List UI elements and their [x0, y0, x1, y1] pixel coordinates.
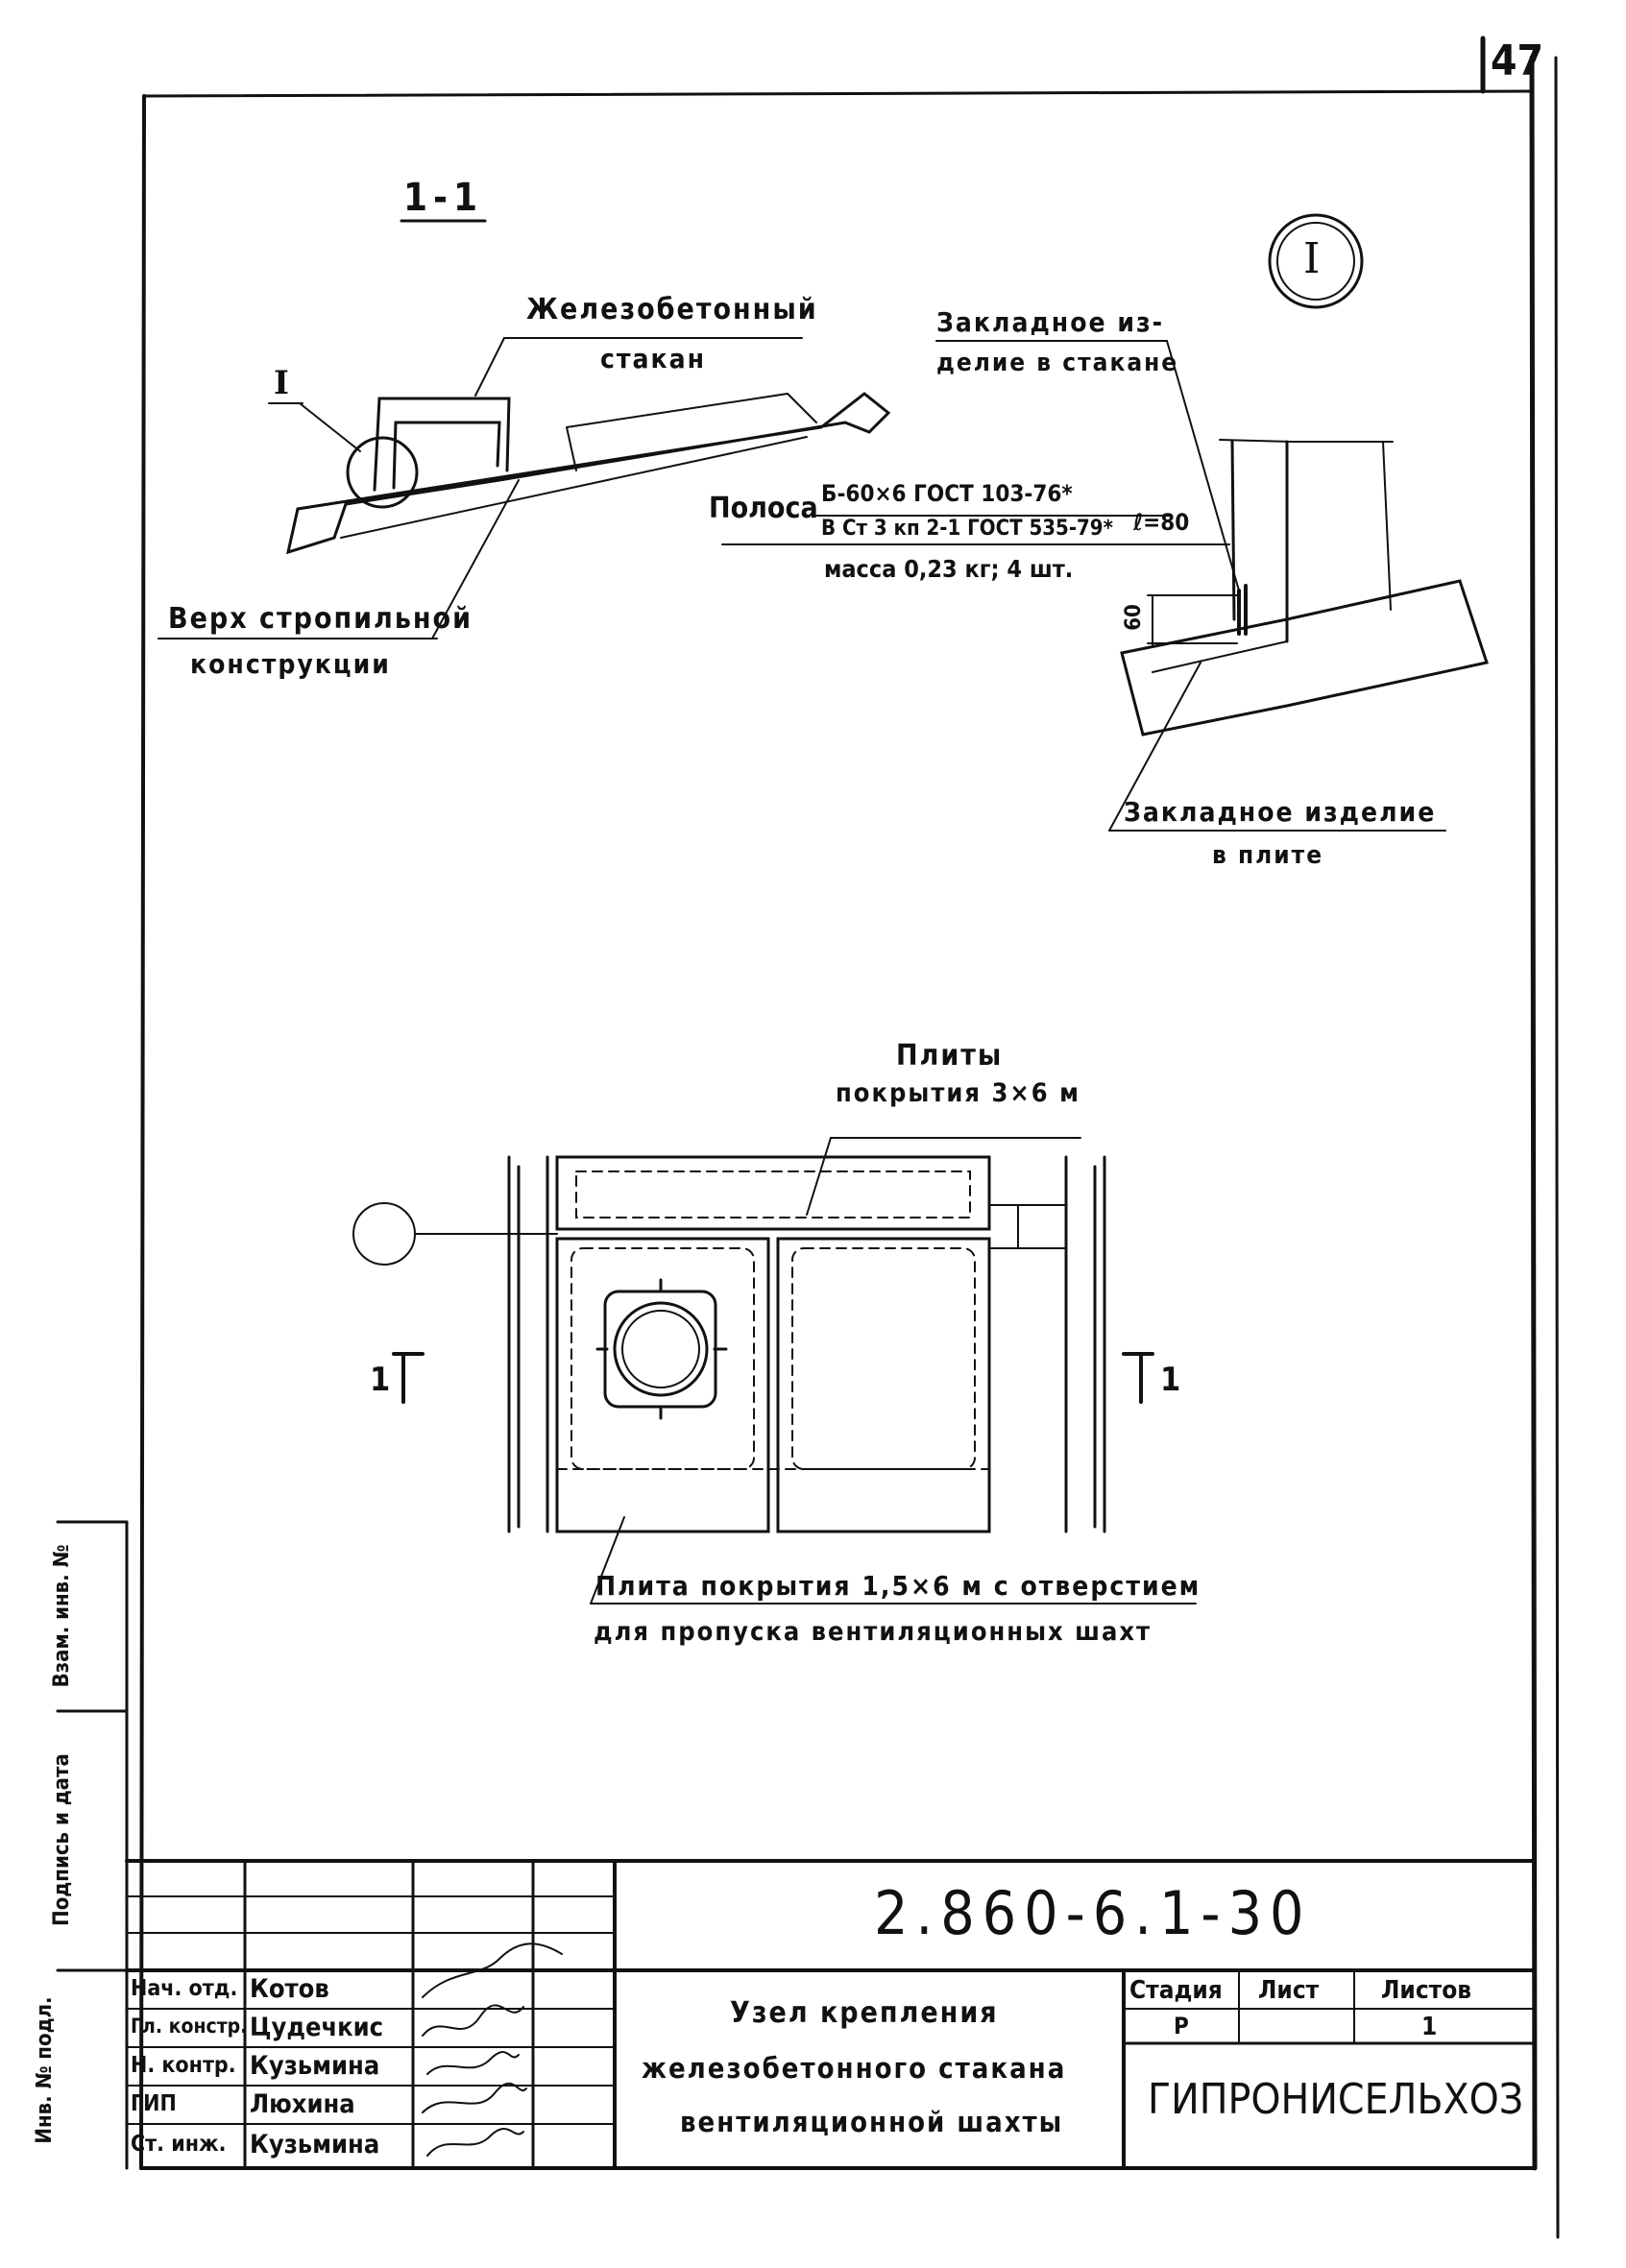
- strip-label: Полоса: [709, 492, 818, 525]
- callout-node-number: I: [1303, 234, 1321, 283]
- title-line1: Узел крепления: [730, 1996, 999, 2030]
- plan-left-rafter: [507, 1155, 549, 1533]
- node-leader: [299, 402, 361, 452]
- title-line3: вентиляционной шахты: [680, 2106, 1064, 2138]
- cut-label-right: 1: [1160, 1361, 1181, 1399]
- role-n-kontr: Н. контр.: [131, 2053, 236, 2078]
- embedded-slab-leader: [1108, 662, 1201, 832]
- embedded-glass-leader: [1166, 340, 1240, 591]
- organization: ГИПРОНИСЕЛЬХОЗ: [1148, 2075, 1524, 2124]
- plan-slab-main: [776, 1237, 991, 1533]
- frame-right-outer: [1554, 56, 1560, 2239]
- glass-top-break: [1219, 439, 1293, 443]
- rafter-label-line2: конструкции: [190, 648, 391, 680]
- strip-length: ℓ=80: [1133, 509, 1190, 536]
- slabs-label-line1: Плиты: [896, 1039, 1004, 1073]
- glass-wall-detail: [1230, 440, 1289, 643]
- sheets-value: 1: [1421, 2013, 1438, 2041]
- slab-detail-inner: [1152, 640, 1288, 673]
- role-st-inzh: Ст. инж.: [131, 2132, 227, 2157]
- stage-value: Р: [1174, 2013, 1189, 2039]
- stage-header: Стадия: [1129, 1976, 1223, 2005]
- section-title: 1-1: [403, 176, 484, 220]
- ventilation-glass-circle-outer: [613, 1301, 709, 1397]
- slab-opening-label-line1: Плита покрытия 1,5×6 м с отверстием: [595, 1570, 1201, 1602]
- cut-mark-left: [392, 1352, 425, 1404]
- name-gip: Люхина: [250, 2089, 355, 2119]
- glass-leader: [474, 337, 505, 397]
- glass-dim-line: [1382, 441, 1392, 611]
- glass-label-line2: стакан: [600, 343, 707, 374]
- slabs-label-line2: покрытия 3×6 м: [836, 1078, 1080, 1108]
- signature-5: [426, 2128, 524, 2157]
- strip-mass: масса 0,23 кг; 4 шт.: [824, 555, 1074, 583]
- dim-60-label: 60: [1121, 604, 1146, 631]
- plan-slab-opening: [555, 1237, 770, 1533]
- role-gl-konstr: Гл. констр.: [131, 2015, 248, 2038]
- callout-circle-inner: [1276, 222, 1355, 301]
- plan-slab-main-inner: [791, 1247, 976, 1470]
- slab-opening-label-line2: для пропуска вентиляционных шахт: [594, 1617, 1153, 1647]
- sheet-header: Лист: [1258, 1976, 1320, 2005]
- ventilation-glass-circle-inner: [621, 1310, 700, 1388]
- glass-section: [373, 397, 511, 492]
- plan-right-joint: [988, 1204, 1067, 1249]
- roof-slab-inner: [340, 392, 817, 539]
- strip-spec-line1: Б-60×6 ГОСТ 103-76*: [821, 480, 1073, 507]
- role-gip: ГИП: [131, 2091, 177, 2116]
- signature-1: [422, 1942, 563, 1998]
- node-circle: [346, 436, 419, 509]
- slabs-leader: [806, 1137, 832, 1216]
- slab-opening-leader: [590, 1516, 625, 1604]
- signature-4: [422, 2082, 527, 2113]
- glass-anchors: [595, 1278, 728, 1420]
- glass-label-line1: Железобетонный: [526, 293, 818, 326]
- name-gl-konstr: Цудечкис: [250, 2013, 384, 2042]
- node-reference-circle: [352, 1202, 416, 1266]
- name-n-kontr: Кузьмина: [250, 2051, 380, 2081]
- callout-circle-outer: [1268, 213, 1364, 309]
- embedded-plate-glass: [1237, 584, 1248, 636]
- cut-label-left: 1: [370, 1361, 391, 1399]
- embedded-glass-label-line2: делие в стакане: [936, 349, 1179, 377]
- name-nach-otd: Котов: [250, 1974, 329, 2004]
- signature-2: [422, 2004, 524, 2037]
- slab-detail: [1120, 579, 1489, 736]
- title-line2: железобетонного стакана: [642, 2052, 1067, 2085]
- rafter-label-line1: Верх стропильной: [168, 602, 473, 636]
- frame-left: [139, 94, 146, 2170]
- strip-spec-line2: В Ст 3 кп 2-1 ГОСТ 535-79*: [821, 517, 1113, 541]
- sheets-header: Листов: [1381, 1976, 1472, 2005]
- embedded-slab-label-line1: Закладное изделие: [1124, 796, 1437, 828]
- embedded-slab-label-line2: в плите: [1212, 841, 1324, 870]
- signature-3: [426, 2051, 520, 2075]
- cut-mark-right: [1122, 1352, 1154, 1404]
- frame-right: [1529, 55, 1538, 2171]
- rafter-leader: [431, 479, 520, 639]
- node-marker: I: [274, 364, 289, 402]
- roof-slab-section: [285, 392, 891, 555]
- plan-slab-opening-inner: [570, 1247, 755, 1470]
- role-nach-otd: Нач. отд.: [131, 1976, 238, 2001]
- name-st-inzh: Кузьмина: [250, 2130, 380, 2159]
- embedded-glass-label-line1: Закладное из-: [936, 306, 1165, 338]
- plan-slab-top-inner: [575, 1170, 971, 1218]
- page-number: 47: [1491, 36, 1544, 85]
- side-stamp-inventory: Инв. № подл.: [33, 1996, 57, 2144]
- side-stamp-interchange: Взам. инв. №: [50, 1544, 74, 1688]
- frame-top: [142, 89, 1534, 98]
- document-code: 2.860-6.1-30: [874, 1878, 1312, 1948]
- plan-slab-top: [555, 1155, 991, 1231]
- plan-right-rafter: [1064, 1155, 1106, 1533]
- side-stamp-signature-date: Подпись и дата: [50, 1753, 74, 1926]
